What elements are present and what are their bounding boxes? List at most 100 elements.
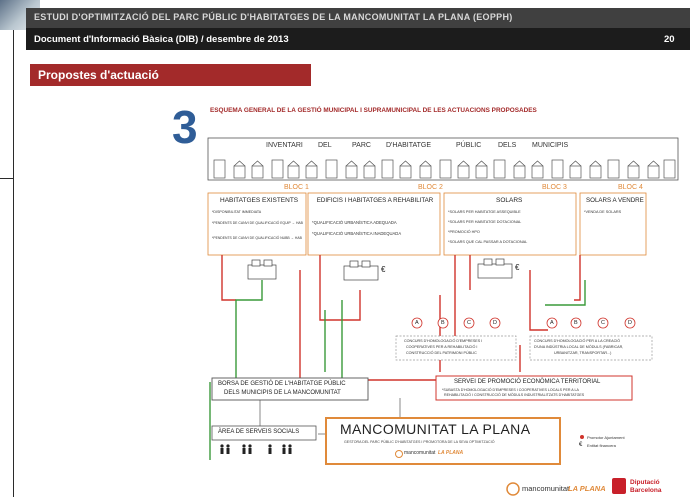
- house-icon: [627, 165, 640, 179]
- circle-letter: A: [415, 320, 419, 326]
- area-box: [211, 425, 317, 441]
- diputacio-line1: Diputació: [630, 479, 660, 486]
- house-icon: [663, 159, 676, 179]
- bloc-label: BLOC 3: [542, 184, 567, 191]
- mancomunitat-logo-icon: [506, 482, 520, 496]
- mancomunitat-small-logo-accent: LA PLANA: [438, 450, 464, 456]
- house-roof: [345, 160, 358, 167]
- inventory-word: MUNICIPIS: [532, 142, 569, 149]
- legend-label: Promotor Ajuntament: [587, 435, 625, 440]
- building-cluster-3: [477, 258, 513, 279]
- inventory-word: DEL: [318, 142, 332, 149]
- document-title: ESTUDI D'OPTIMITZACIÓ DEL PARC PÚBLIC D'…: [34, 12, 513, 22]
- servei-line: *SUBASTA D'HOMOLOGACIÓ D'EMPRESES I COOP…: [442, 388, 579, 392]
- house-icon: [325, 159, 338, 179]
- bloc-label: BLOC 2: [418, 184, 443, 191]
- servei-title: SERVEI DE PROMOCIÓ ECONÒMICA TERRITORIAL: [454, 379, 601, 385]
- circle-letter: B: [574, 320, 578, 326]
- house-icon: [251, 165, 264, 179]
- bloc-item: *PENDENTS DE CANVI DE QUALIFICACIÓ NUBB …: [212, 236, 302, 240]
- concurs-right-box: [529, 335, 653, 361]
- house-icon: [363, 165, 376, 179]
- house-roof: [589, 160, 602, 167]
- mancomunitat-title: MANCOMUNITAT LA PLANA: [340, 421, 531, 437]
- house-icon: [647, 165, 660, 179]
- circle-letter: C: [467, 320, 471, 326]
- section-heading-bar: [30, 64, 311, 86]
- house-roof: [513, 160, 526, 167]
- house-roof: [647, 160, 660, 167]
- concurs-left-line: CONCURS D'HOMOLOGACIÓ D'EMPRESES I: [404, 339, 483, 343]
- concurs-right-line: URBANITZAR, TRANSPORTAR...): [554, 351, 612, 355]
- house-icon: [419, 165, 432, 179]
- house-icon: [513, 165, 526, 179]
- circle-letter: D: [628, 320, 632, 326]
- bloc-4-box: [579, 192, 647, 256]
- mancomunitat-box: [325, 417, 561, 465]
- house-icon: [213, 159, 226, 179]
- legend-dot: [580, 435, 584, 439]
- legend-label: Entitat financera: [587, 443, 616, 448]
- servei-box: [435, 375, 633, 401]
- section-title: Propostes d'actuació: [38, 68, 159, 82]
- building-cluster-1: [247, 259, 277, 280]
- diagram-title: ESQUEMA GENERAL DE LA GESTIÓ MUNICIPAL I…: [210, 107, 537, 114]
- people-icons: [220, 444, 292, 454]
- house-icon: [531, 165, 544, 179]
- euro-icon: €: [515, 263, 520, 272]
- house-roof: [233, 160, 246, 167]
- house-icon: [457, 165, 470, 179]
- house-roof: [287, 160, 300, 167]
- euro-icon: €: [579, 442, 583, 448]
- house-icon: [381, 159, 394, 179]
- house-icon: [233, 165, 246, 179]
- concurs-right-line: D'UNA INDÚSTRIA LOCAL DE MÒDULS (FABRICA…: [534, 345, 624, 349]
- frame-line: [13, 30, 14, 497]
- frame-line: [0, 178, 14, 179]
- bloc-title: HABITATGES EXISTENTS: [220, 197, 299, 204]
- house-roof: [399, 160, 412, 167]
- house-roof: [457, 160, 470, 167]
- house-roof: [569, 160, 582, 167]
- area-label: ÀREA DE SERVEIS SOCIALS: [218, 429, 300, 435]
- house-icon: [475, 165, 488, 179]
- mancomunitat-small-logo-icon: [395, 450, 403, 458]
- house-icon: [569, 165, 582, 179]
- house-icon: [345, 165, 358, 179]
- house-roof: [305, 160, 318, 167]
- concurs-right-line: CONCURS D'HOMOLOGACIÓ PER A LA CREACIÓ: [534, 339, 621, 343]
- bloc-item: *PENDENTS DE CANVI DE QUALIFICACIÓ EQUIP…: [212, 221, 303, 225]
- house-icon: [287, 165, 300, 179]
- house-icon: [493, 159, 506, 179]
- document-subtitle: Document d'Informació Bàsica (DIB) / des…: [34, 34, 289, 45]
- bloc-item: *SOLARS PER HABITATGE DOTACIONAL: [448, 220, 522, 224]
- mancomunitat-small-logo-text: mancomunitat: [404, 450, 436, 456]
- inventory-word: DELS: [498, 142, 517, 149]
- bloc-title: SOLARS: [496, 197, 523, 204]
- house-icon: [305, 165, 318, 179]
- bloc-item: *DISPONIBILITAT IMMEDIATA: [212, 210, 262, 214]
- circle-letter: B: [441, 320, 445, 326]
- house-roof: [419, 160, 432, 167]
- bloc-item: *QUALIFICACIÓ URBANÍSTICA ADEQUADA: [312, 220, 397, 225]
- bloc-title: SOLARS A VENDRE: [586, 197, 644, 204]
- circle-letter: C: [601, 320, 605, 326]
- bloc-item: *VENDA DE SOLARS: [584, 210, 622, 214]
- house-roof: [475, 160, 488, 167]
- bloc-item: *QUALIFICACIÓ URBANÍSTICA INADEQUADA: [312, 231, 402, 236]
- circle-markers: [411, 317, 636, 329]
- house-roof: [627, 160, 640, 167]
- servei-line: REHABILITACIÓ I CONSTRUCCIÓ DE MÒDULS IN…: [444, 393, 585, 397]
- building-cluster-2: [343, 260, 379, 281]
- bloc-2-box: [307, 192, 441, 256]
- house-icon: [399, 165, 412, 179]
- concurs-left-box: [395, 335, 517, 361]
- house-roof: [363, 160, 376, 167]
- diputacio-logo-icon: [612, 478, 626, 494]
- inventory-word: INVENTARI: [266, 142, 303, 149]
- footer-logo-text: mancomunitat: [522, 484, 570, 493]
- bloc-item: *PROMOCIÓ HPO: [448, 230, 480, 234]
- footer-logo-accent: LA PLANA: [568, 484, 606, 493]
- inventory-word: PARC: [352, 142, 371, 149]
